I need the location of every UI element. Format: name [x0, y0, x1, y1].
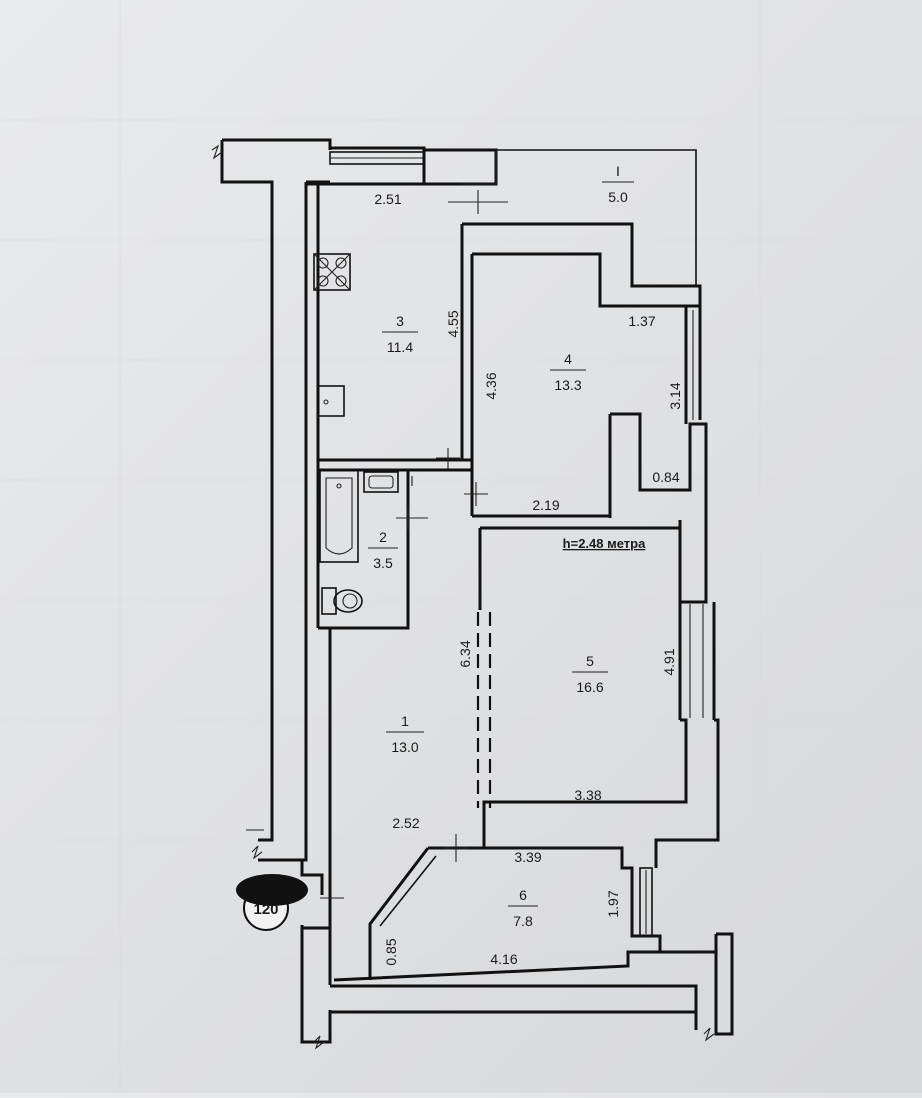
room-label-bathroom: 2 3.5	[368, 529, 398, 571]
dim-hall-width: 2.52	[392, 815, 419, 831]
room6-top-wall	[333, 814, 662, 982]
dim-room4-bottom: 2.19	[532, 497, 559, 513]
room-area: 5.0	[608, 189, 628, 205]
ceiling-height-label: h=2.48 метра	[563, 536, 646, 551]
walls	[220, 138, 734, 1044]
room-area: 11.4	[387, 339, 413, 355]
room6-window	[639, 867, 653, 937]
kitchen-sink-icon	[317, 385, 345, 417]
room-label-kitchen: 3 11.4	[382, 313, 418, 355]
room-label-room6: 6 7.8	[508, 887, 538, 929]
bathroom-left-gap	[318, 626, 332, 640]
dim-room4-top: 1.37	[628, 313, 655, 329]
dim-kitchen-length: 4.55	[445, 310, 461, 337]
kitchen-room4-wall	[460, 224, 474, 460]
left-inner-wall	[302, 182, 308, 862]
dim-room6-bottom: 4.16	[490, 951, 517, 967]
room-label-room4: 4 13.3	[550, 351, 586, 393]
dim-room5-width: 3.38	[574, 787, 601, 803]
dim-room4-length: 4.36	[483, 372, 499, 399]
room4-room5-wall	[470, 460, 680, 610]
left-lower-wall	[258, 858, 332, 1044]
dim-hall-length: 6.34	[457, 640, 473, 667]
room6-diagonal-inner	[379, 855, 437, 927]
dim-kitchen-width: 2.51	[374, 191, 401, 207]
room-number: 1	[401, 713, 409, 729]
room4-niche	[608, 412, 708, 604]
dim-room6-top: 3.39	[514, 849, 541, 865]
bathroom-sink-icon	[363, 471, 399, 493]
loggia-rail	[462, 150, 497, 185]
stove-icon	[313, 253, 351, 291]
room4-top-wall	[462, 222, 702, 308]
door-ticks	[246, 190, 508, 899]
dim-room5-length: 4.91	[661, 648, 677, 675]
room-area: 16.6	[576, 679, 603, 695]
room-number: I	[616, 163, 620, 179]
room5-right-wall	[678, 602, 716, 720]
hall-left-wall	[316, 184, 472, 980]
left-lower-inner	[302, 926, 332, 985]
dim-room4-right: 3.14	[667, 382, 683, 409]
room-area: 7.8	[513, 913, 533, 929]
dim-room4-niche: 0.84	[652, 469, 679, 485]
bathtub-icon	[319, 469, 359, 563]
loggia-outline	[496, 149, 697, 286]
room-label-hall: 1 13.0	[386, 713, 424, 755]
dim-room6-left: 0.85	[383, 938, 399, 965]
apartment-badge: 120	[236, 874, 308, 931]
room4-right-wall	[684, 306, 702, 424]
room-number: 3	[396, 313, 404, 329]
room-area: 3.5	[373, 555, 393, 571]
kitchen-balcony-door-pier	[422, 148, 498, 186]
room-area: 13.0	[391, 739, 418, 755]
dimensions: 2.51 4.55 4.36 1.37 3.14 0.84 2.19 6.34 …	[374, 191, 683, 967]
room-number: 6	[519, 887, 527, 903]
room-number: 4	[564, 351, 572, 367]
break-marks	[211, 144, 715, 1050]
redaction-blot	[236, 874, 308, 906]
left-outer-wall	[220, 138, 332, 842]
room-label-loggia: I 5.0	[602, 163, 634, 205]
toilet-icon	[321, 587, 363, 615]
dim-room6-right: 1.97	[605, 890, 621, 917]
room5-opening	[476, 612, 492, 808]
room-number: 2	[379, 529, 387, 545]
kitchen-top-wall	[306, 146, 426, 186]
bottom-wall	[330, 932, 734, 1036]
room-label-room5: 5 16.6	[572, 653, 608, 695]
room-area: 13.3	[554, 377, 581, 393]
room-number: 5	[586, 653, 594, 669]
